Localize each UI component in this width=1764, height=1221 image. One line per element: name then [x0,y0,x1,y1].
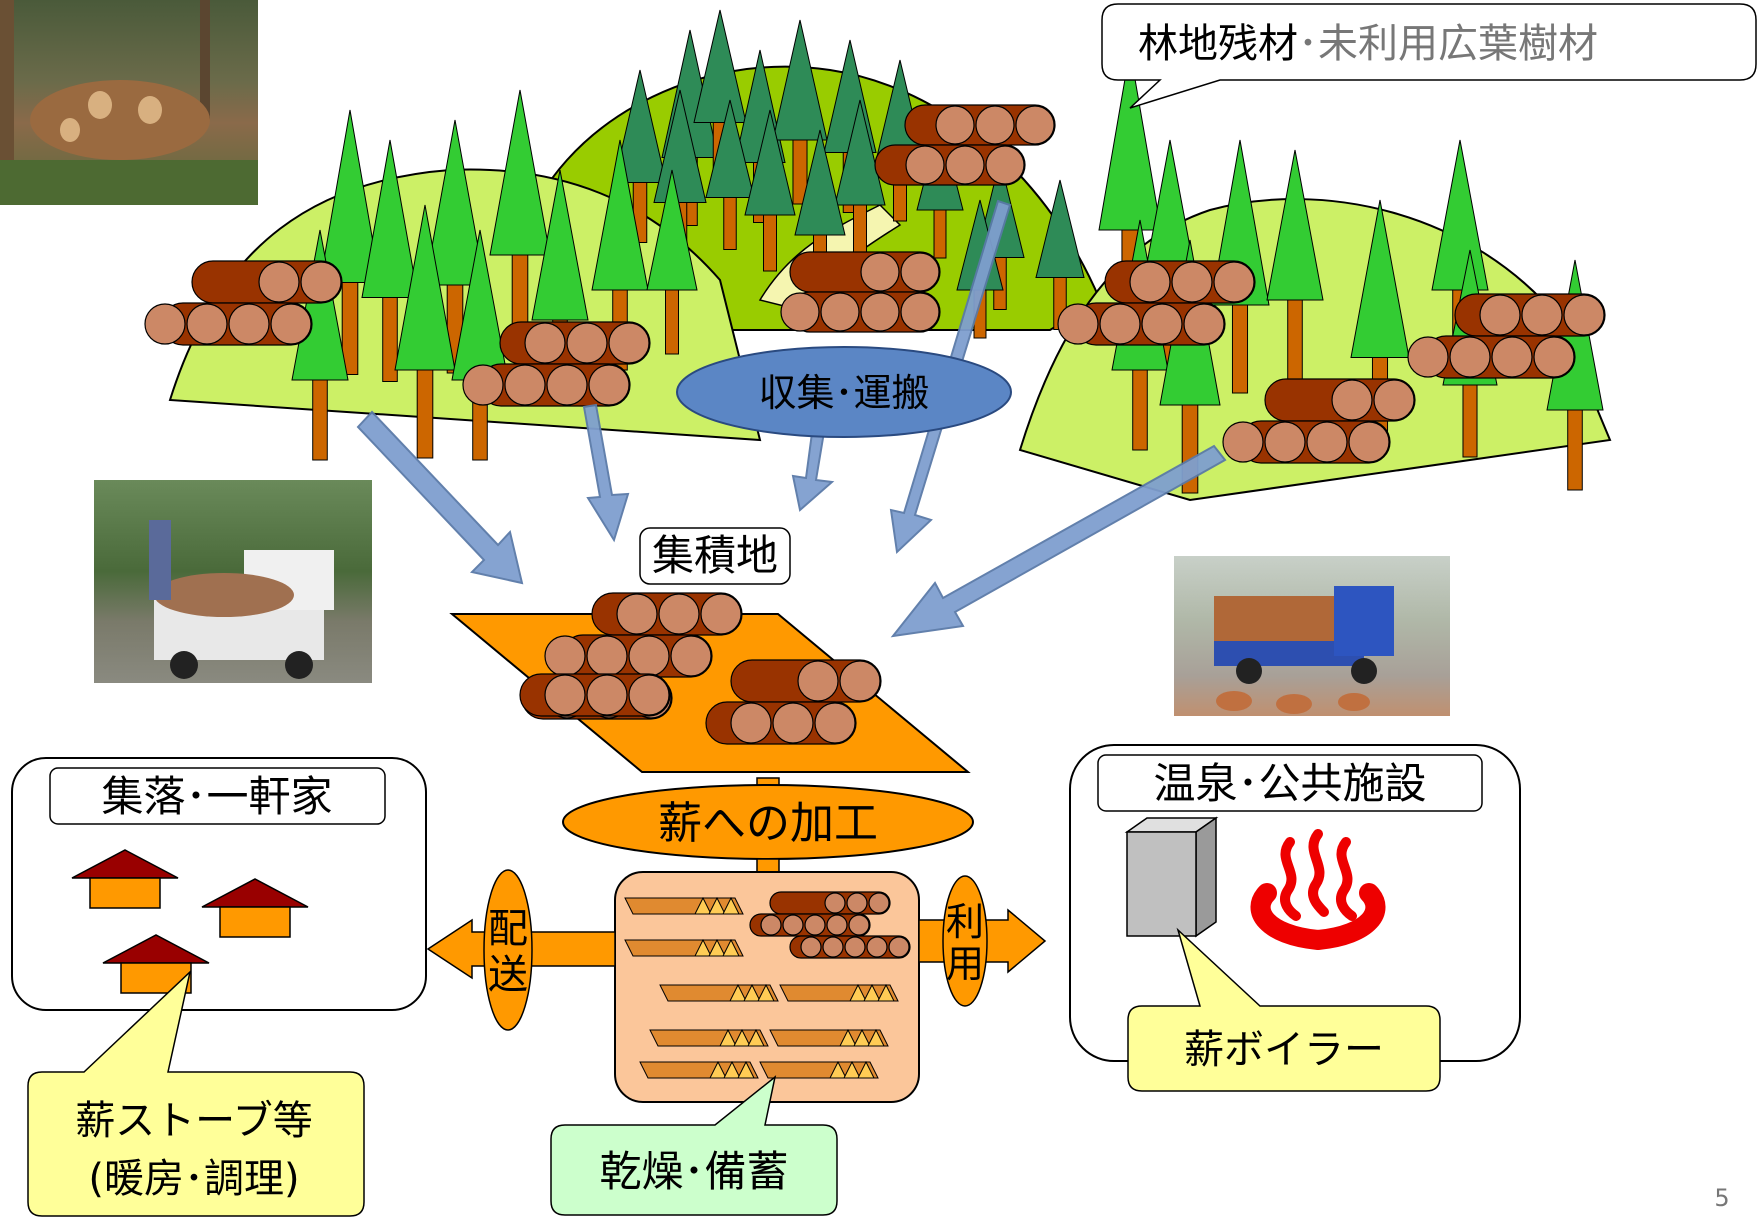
tree-icon [489,89,551,344]
log-pile [1222,378,1416,464]
firewood-stack [779,983,899,1002]
boiler-icon [1124,816,1219,938]
use-arrow: 利 用 [918,875,1047,1007]
callout-top-part2: 未利用広葉樹材 [1318,21,1598,67]
tree-icon [424,119,486,374]
houses [71,849,309,994]
tree-icon [613,69,667,243]
log-pile [1407,293,1606,379]
onsen-label: 温泉･公共施設 [1153,759,1426,808]
stove-callout-line1: 薪ストーブ等 [75,1098,313,1144]
tree-icon [744,109,796,272]
log-pile [780,251,941,333]
house-icon [71,849,179,909]
log-piles [144,104,1606,464]
page-number: 5 [1714,1184,1729,1212]
tree-icon [834,99,886,262]
onsen-label-box [1097,754,1483,812]
callout-top-part1: 林地残材 [1138,21,1298,67]
stove-callout-line2: (暖房･調理) [88,1156,299,1202]
firewood-stack [624,896,744,915]
yard-label: 集積地 [652,531,778,580]
delivery-arrow: 配 送 [426,869,616,1031]
tree-icon [394,204,456,459]
callout-top-sep: ･ [1298,21,1318,67]
forest-residue-photo [0,0,258,205]
tree-icon [361,139,419,382]
arrow-left-to-yard [356,410,524,585]
tree-icon [1266,149,1324,381]
forest-residue-callout: 林地残材･未利用広葉樹材 [1101,3,1757,109]
boiler-callout-text: 薪ボイラー [1184,1027,1384,1073]
firewood-stack [759,1060,879,1079]
firewood-stacks [624,891,911,1079]
village-label: 集落･一軒家 [101,772,332,821]
tree-icon [291,229,349,461]
firewood-stack [624,938,744,957]
stove-callout: 薪ストーブ等 (暖房･調理) [27,969,365,1217]
tree-icon [646,169,698,355]
boiler-callout: 薪ボイラー [1127,927,1441,1092]
tree-icon [705,99,755,250]
hot-spring-icon [1250,829,1386,951]
log-pile [519,673,671,717]
blue-truck-photo [1174,556,1450,716]
firewood-stack [639,1060,759,1079]
arrow-center-left-to-yard [582,403,630,543]
firewood-stack [769,1028,889,1047]
log-pile [1057,260,1256,346]
process-label: 薪への加工 [658,798,878,849]
tree-icon [1035,179,1085,330]
kei-truck-photo [94,480,372,683]
log-pile [749,891,911,959]
arrow-right-to-yard [890,444,1227,638]
log-pile [874,104,1056,186]
deliver-label-2: 送 [488,952,528,998]
dry-callout-text: 乾燥･備蓄 [599,1147,788,1196]
process-ellipse: 薪への加工 [562,784,974,860]
use-label-1: 利 [946,900,984,944]
yard-label-box [639,527,791,585]
svg-text:林地残材･未利用広葉樹材: 林地残材･未利用広葉樹材 [1138,21,1598,67]
log-pile [705,659,882,745]
yard-log-pile [519,592,882,745]
collect-label: 収集･運搬 [758,371,929,415]
firewood-stack [649,1028,769,1047]
drying-callout: 乾燥･備蓄 [550,1075,838,1216]
village-label-box [49,767,386,825]
firewood-stack [659,983,779,1002]
collect-transport-ellipse: 収集･運搬 [676,346,1012,438]
log-pile [462,321,651,407]
use-label-2: 用 [946,942,984,986]
log-pile [144,260,343,346]
deliver-label-1: 配 [488,906,528,952]
tree-icon [319,109,381,375]
collection-arrows [356,199,1227,638]
tree-icon [772,19,828,205]
house-icon [201,878,309,938]
